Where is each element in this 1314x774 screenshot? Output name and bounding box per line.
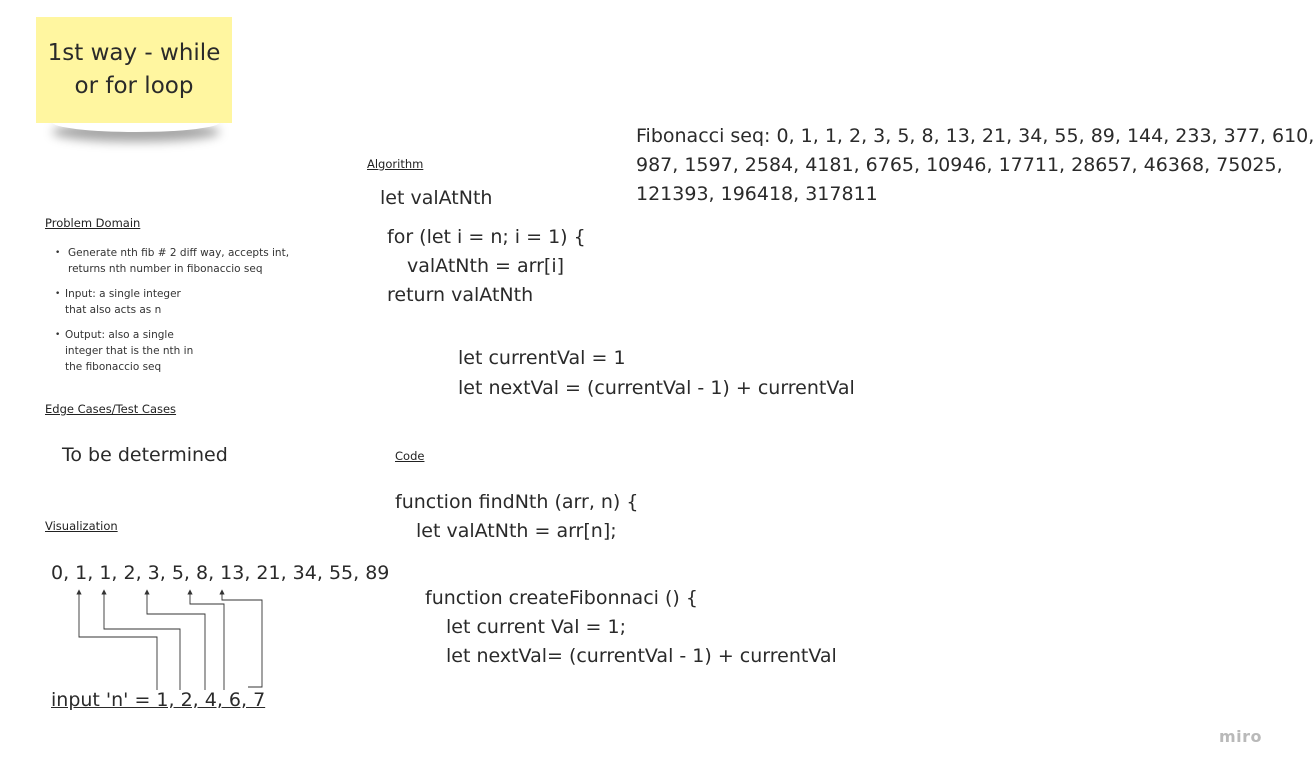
- connector-line-3: [144, 589, 206, 690]
- algorithm-line-1[interactable]: let valAtNth: [380, 187, 493, 209]
- code-line-4[interactable]: let current Val = 1;: [446, 616, 626, 638]
- fibonacci-line: 987, 1597, 2584, 4181, 6765, 10946, 1771…: [636, 154, 1283, 176]
- bullet-line: Output: also a single: [65, 329, 174, 341]
- code-line-1[interactable]: function findNth (arr, n) {: [395, 491, 639, 513]
- algorithm-line-6[interactable]: let nextVal = (currentVal - 1) + current…: [458, 377, 855, 399]
- problem-domain-heading[interactable]: Problem Domain: [45, 216, 141, 230]
- fibonacci-line: Fibonacci seq: 0, 1, 1, 2, 3, 5, 8, 13, …: [636, 125, 1314, 147]
- sticky-note-text: 1st way - while or for loop: [44, 37, 224, 103]
- bullet-line: that also acts as n: [65, 304, 162, 316]
- connector-line-2: [101, 589, 181, 690]
- visualization-heading[interactable]: Visualization: [45, 519, 118, 533]
- algorithm-line-3[interactable]: valAtNth = arr[i]: [407, 255, 565, 277]
- edge-cases-heading[interactable]: Edge Cases/Test Cases: [45, 402, 177, 416]
- connector-line-1: [76, 589, 158, 690]
- code-line-2[interactable]: let valAtNth = arr[n];: [416, 520, 617, 542]
- fibonacci-sequence-note[interactable]: Fibonacci seq: 0, 1, 1, 2, 3, 5, 8, 13, …: [636, 122, 1314, 209]
- connector-line-5: [219, 589, 263, 688]
- sticky-note-line-1: 1st way - while: [47, 40, 221, 66]
- fibonacci-line: 121393, 196418, 317811: [636, 183, 878, 205]
- list-item[interactable]: Input: a single integer that also acts a…: [52, 286, 322, 318]
- problem-domain-list: Generate nth fib # 2 diff way, accepts i…: [52, 245, 322, 384]
- bullet-line: integer that is the nth in: [65, 345, 194, 357]
- code-heading[interactable]: Code: [395, 449, 425, 463]
- algorithm-line-4[interactable]: return valAtNth: [387, 284, 534, 306]
- list-item[interactable]: Output: also a single integer that is th…: [52, 327, 322, 375]
- algorithm-line-2[interactable]: for (let i = n; i = 1) {: [387, 226, 586, 248]
- sticky-note[interactable]: 1st way - while or for loop: [36, 17, 232, 123]
- connector-line-4: [187, 589, 225, 690]
- miro-logo: miro: [1219, 727, 1263, 746]
- code-line-3[interactable]: function createFibonnaci () {: [425, 587, 698, 609]
- bullet-line: Generate nth fib # 2 diff way, accepts i…: [68, 247, 290, 259]
- sticky-note-line-2: or for loop: [74, 73, 194, 99]
- edge-cases-text[interactable]: To be determined: [62, 444, 228, 466]
- bullet-line: Input: a single integer: [65, 288, 181, 300]
- list-item[interactable]: Generate nth fib # 2 diff way, accepts i…: [52, 245, 303, 277]
- visualization-sequence[interactable]: 0, 1, 1, 2, 3, 5, 8, 13, 21, 34, 55, 89: [51, 562, 390, 584]
- algorithm-heading[interactable]: Algorithm: [367, 157, 424, 171]
- bullet-line: the fibonaccio seq: [65, 361, 162, 373]
- algorithm-line-5[interactable]: let currentVal = 1: [458, 347, 626, 369]
- bullet-line: returns nth number in fibonaccio seq: [68, 263, 263, 275]
- code-line-5[interactable]: let nextVal= (currentVal - 1) + currentV…: [446, 645, 837, 667]
- visualization-input-label[interactable]: input 'n' = 1, 2, 4, 6, 7: [51, 689, 266, 711]
